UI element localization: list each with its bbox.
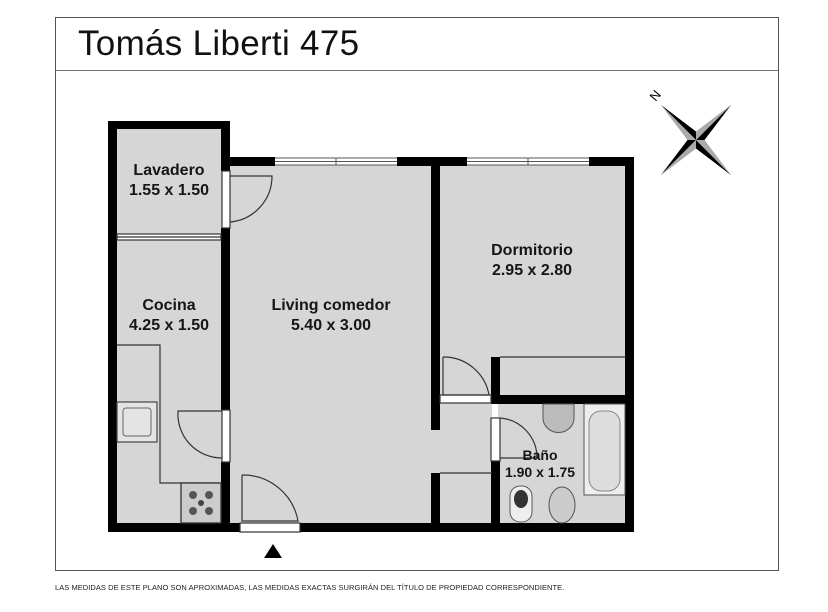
disclaimer: LAS MEDIDAS DE ESTE PLANO SON APROXIMADA…: [55, 583, 565, 592]
bidet-icon: [542, 403, 575, 433]
room-name: Lavadero: [133, 162, 205, 179]
room-label-living: Living comedor 5.40 x 3.00: [232, 296, 430, 336]
title-bar: Tomás Liberti 475: [56, 18, 778, 71]
room-dims: 2.95 x 2.80: [491, 262, 573, 279]
room-name: Baño: [522, 447, 558, 463]
room-dims: 1.90 x 1.75: [504, 464, 576, 480]
room-dims: 5.40 x 3.00: [290, 317, 372, 334]
room-name: Cocina: [142, 297, 196, 314]
page-title: Tomás Liberti 475: [78, 24, 360, 63]
walls: [108, 121, 634, 532]
north-label: N: [646, 87, 664, 104]
entrance-arrow-icon: [264, 544, 282, 558]
room-label-dormitorio: Dormitorio 2.95 x 2.80: [442, 241, 622, 281]
room-label-lavadero: Lavadero 1.55 x 1.50: [118, 161, 220, 201]
fixtures: [116, 401, 626, 524]
room-label-bano: Baño 1.90 x 1.75: [500, 447, 580, 481]
room-name: Living comedor: [271, 297, 391, 314]
room-label-cocina: Cocina 4.25 x 1.50: [118, 296, 220, 336]
room-dims: 1.55 x 1.50: [128, 182, 210, 199]
room-dims: 4.25 x 1.50: [128, 317, 210, 334]
compass-rose-icon: [660, 104, 732, 176]
washbasin-icon: [548, 486, 576, 524]
room-name: Dormitorio: [491, 242, 573, 259]
